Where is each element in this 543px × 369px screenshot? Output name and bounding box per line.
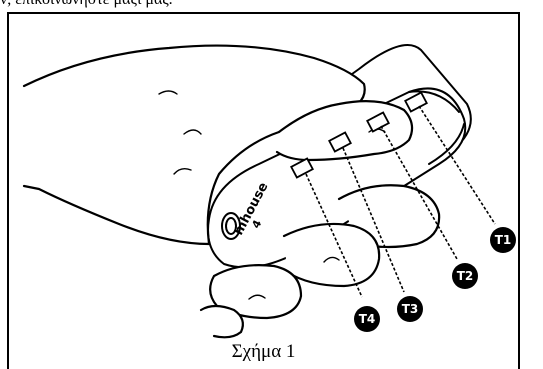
button-t3: [328, 131, 352, 153]
figure-caption: Σχήμα 1: [231, 341, 296, 362]
callout-t1: T1: [490, 227, 516, 253]
hand-finger-little: [199, 304, 244, 339]
hand-finger-middle: [282, 222, 381, 288]
hand-holding-remote-illustration: mhouse 4 T1 T2 T3 T4: [22, 44, 516, 339]
hand-finger-ring: [209, 264, 303, 320]
leader-line-t3: [342, 147, 405, 293]
intro-text-fragment: ν, επικοινωνήστε μαζί μας.: [0, 0, 543, 9]
figure-frame: mhouse 4 T1 T2 T3 T4 Σχήμα 1: [7, 12, 520, 369]
leader-line-t4: [305, 173, 363, 298]
callout-t1-label: T1: [495, 233, 512, 247]
callout-t4-label: T4: [359, 312, 376, 326]
leader-line-t2: [380, 125, 458, 260]
callout-t3-label: T3: [402, 302, 419, 316]
leader-line-t1: [418, 105, 496, 225]
callout-t2-label: T2: [457, 269, 474, 283]
button-t2: [366, 111, 390, 133]
button-t4: [290, 157, 314, 179]
button-t1: [404, 91, 428, 113]
callout-t2: T2: [452, 263, 478, 289]
callout-t4: T4: [354, 306, 380, 332]
callout-t3: T3: [397, 296, 423, 322]
